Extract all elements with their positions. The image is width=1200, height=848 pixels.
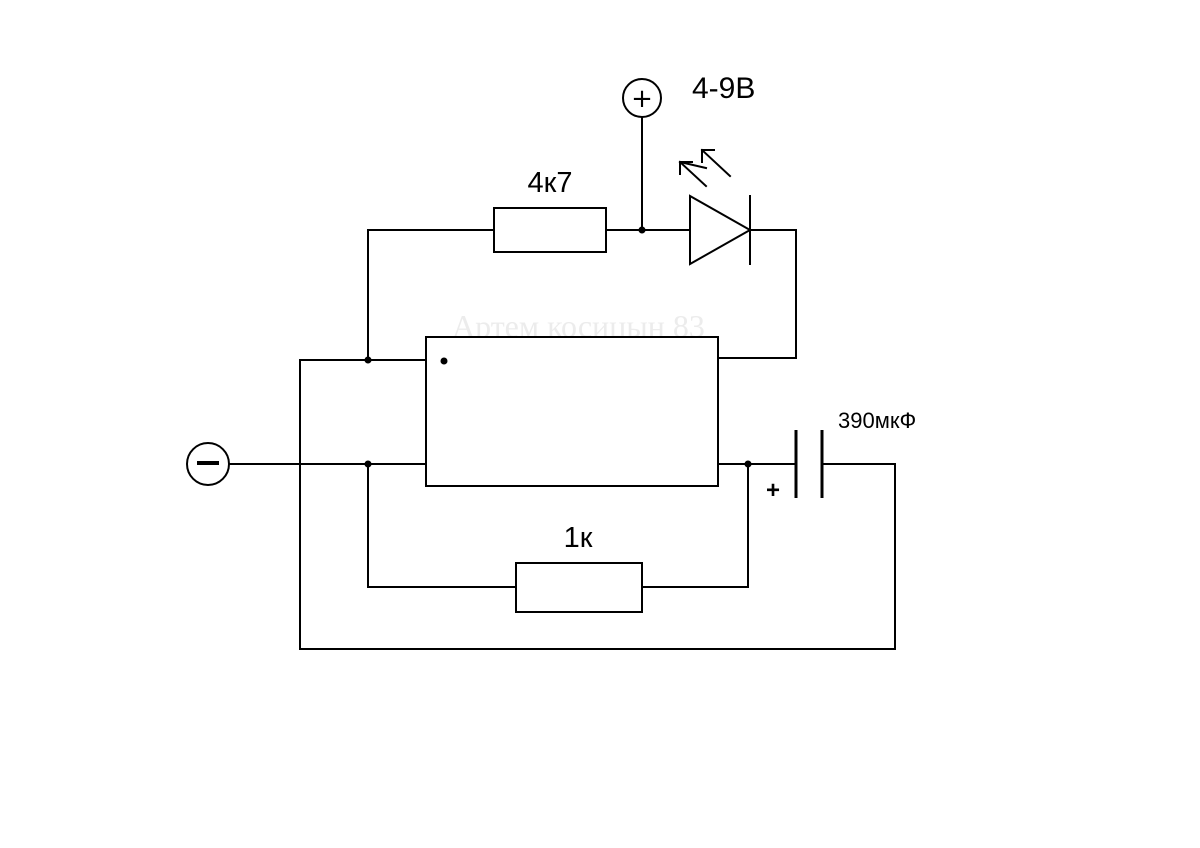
capacitor-390uf xyxy=(794,430,824,498)
capacitor-label: 390мкФ xyxy=(838,408,916,433)
wire-r2-right xyxy=(641,463,749,588)
ic-pin1-marker xyxy=(440,357,448,365)
junction-left-top xyxy=(364,356,372,364)
wire-r2-left xyxy=(367,463,517,588)
junction-supply xyxy=(638,226,646,234)
resistor-4k7-label: 4к7 xyxy=(528,167,573,199)
supply-voltage-label: 4-9В xyxy=(692,72,755,105)
positive-terminal-sign: + xyxy=(631,84,653,114)
negative-terminal xyxy=(186,442,230,486)
led-diode xyxy=(689,194,753,266)
wire-top-left xyxy=(367,229,495,361)
ic-chip xyxy=(425,336,719,487)
led-light-arrows-icon xyxy=(678,148,732,188)
wire-outer-loop xyxy=(299,359,896,650)
resistor-1k-label: 1к xyxy=(564,522,593,554)
wire-led-to-ic xyxy=(717,229,797,359)
resistor-1k xyxy=(515,562,643,613)
capacitor-polarity-sign: + xyxy=(766,477,780,504)
positive-terminal: + xyxy=(622,78,662,118)
resistor-4k7 xyxy=(493,207,607,253)
